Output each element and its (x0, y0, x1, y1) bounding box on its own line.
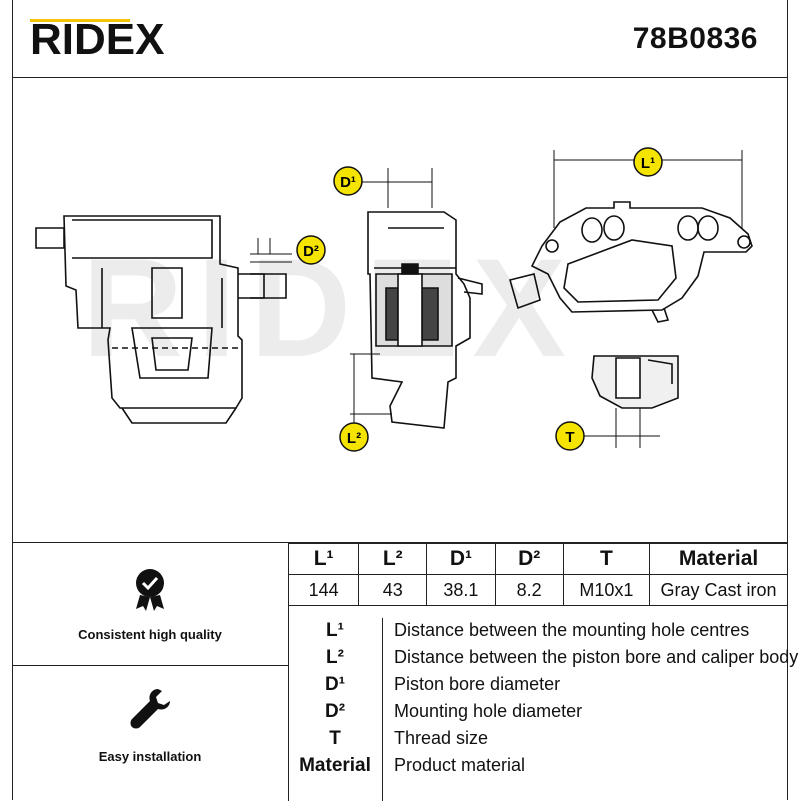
caliper-side-view (35, 215, 287, 424)
spec-value-l2: 43 (358, 574, 428, 606)
caliper-front-view (509, 201, 753, 323)
d1-badge-label: D¹ (340, 174, 356, 191)
legend-abbr: D² (324, 701, 346, 722)
feature-installation-label: Easy installation (98, 749, 202, 764)
legend-divider (382, 618, 383, 801)
column-divider (288, 543, 289, 801)
legend-abbr: L¹ (326, 620, 344, 641)
legend-row: L² Distance between the piston bore and … (288, 647, 798, 674)
spec-value-d2: 8.2 (494, 574, 564, 606)
legend-desc: Mounting hole diameter (394, 701, 583, 721)
legend-desc: Piston bore diameter (394, 674, 561, 694)
info-section: Consistent high quality Easy installatio… (12, 542, 798, 801)
t-badge-label: T (565, 429, 574, 446)
legend-desc: Product material (394, 755, 526, 775)
spec-header-t: T (562, 543, 651, 575)
ridex-logo: RIDEX (30, 15, 164, 64)
spec-value-d1: 38.1 (426, 574, 496, 606)
legend-row: L¹ Distance between the mounting hole ce… (288, 620, 788, 647)
legend-row: T Thread size (288, 728, 788, 755)
legend-abbr: D¹ (324, 674, 346, 695)
legend-abbr: L² (326, 647, 344, 668)
l1-badge (633, 147, 663, 177)
header: RIDEX 78B0836 (12, 0, 788, 78)
t-badge (555, 421, 585, 451)
spec-header-l2: L² (358, 543, 428, 575)
d2-badge-label: D² (303, 243, 319, 260)
spec-header-material: Material (649, 543, 788, 575)
drawing-svg: RIDEX D² (35, 147, 753, 452)
part-number: 78B0836 (632, 22, 758, 55)
feature-quality: Consistent high quality (12, 543, 288, 665)
thread-detail (591, 355, 679, 409)
page-frame (12, 0, 788, 800)
legend-abbr: T (329, 728, 341, 749)
spec-header-l1: L¹ (287, 543, 360, 575)
quality-badge-icon (136, 569, 164, 611)
legend-abbr: Material (299, 755, 371, 776)
d1-badge (333, 166, 363, 196)
feature-divider (12, 665, 288, 666)
spec-value-t: M10x1 (562, 574, 651, 606)
legend-row: Material Product material (288, 755, 788, 782)
spec-value-l1: 144 (287, 574, 360, 606)
legend-desc: Thread size (394, 728, 489, 748)
d2-badge (296, 235, 326, 265)
spec-table: L¹ L² D¹ D² T Material 144 43 38.1 8.2 M… (287, 543, 788, 606)
legend-row: D¹ Piston bore diameter (288, 674, 788, 701)
technical-drawing: RIDEX D² (12, 78, 788, 542)
spec-header-row: L¹ L² D¹ D² T Material (287, 543, 788, 575)
brand-text: RIDEX (30, 15, 164, 64)
d2-dimension (250, 238, 292, 263)
legend-row: D² Mounting hole diameter (288, 701, 788, 728)
spec-header-d1: D¹ (426, 543, 496, 575)
t-dimension (584, 408, 660, 448)
d1-dimension (362, 168, 433, 208)
legend-desc: Distance between the piston bore and cal… (394, 647, 799, 667)
feature-installation: Easy installation (12, 665, 288, 801)
l2-badge-label: L² (347, 430, 361, 447)
wrench-icon (130, 689, 170, 729)
feature-quality-label: Consistent high quality (78, 627, 222, 642)
spec-value-material: Gray Cast iron (649, 574, 788, 606)
spec-header-d2: D² (494, 543, 564, 575)
watermark: RIDEX (82, 229, 580, 386)
l1-badge-label: L¹ (641, 155, 655, 172)
l2-badge (339, 422, 369, 452)
legend-desc: Distance between the mounting hole centr… (394, 620, 750, 640)
caliper-section-view (367, 211, 483, 429)
spec-value-row: 144 43 38.1 8.2 M10x1 Gray Cast iron (287, 574, 788, 606)
